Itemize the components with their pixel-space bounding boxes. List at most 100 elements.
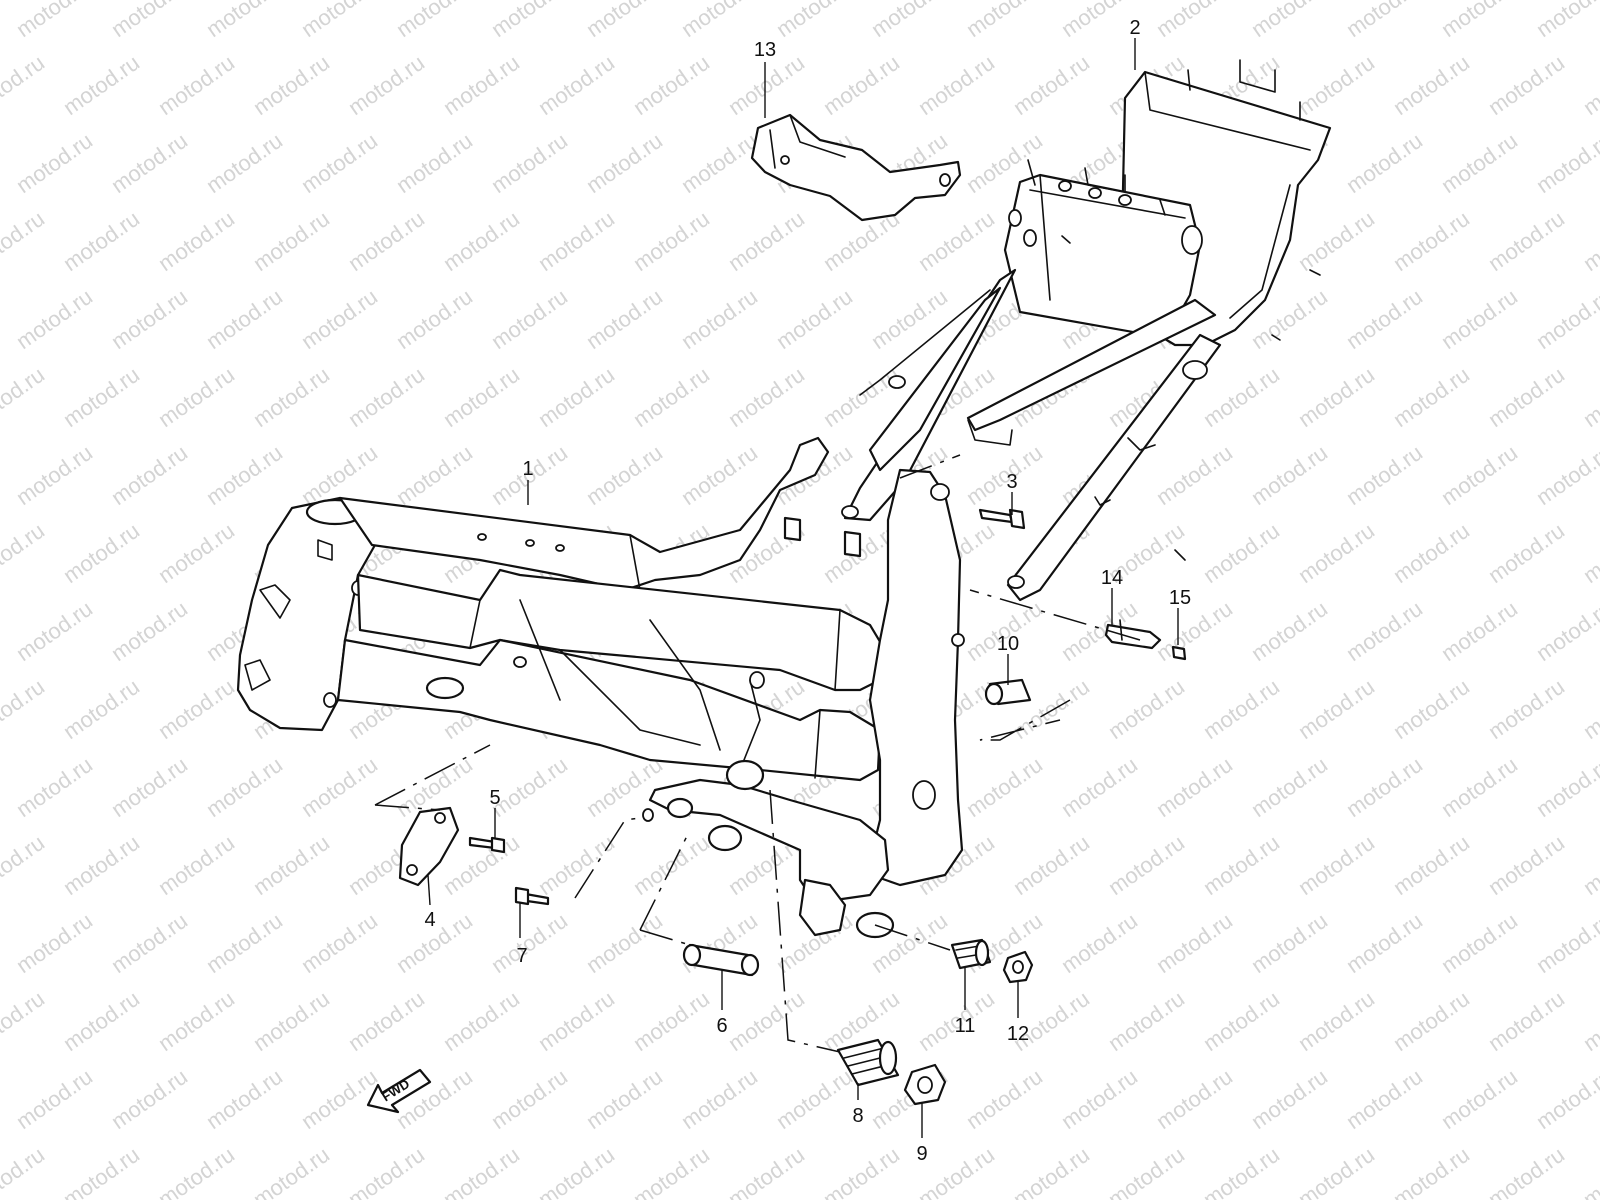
clamp-part-14[interactable]	[1104, 619, 1162, 650]
watermark-text: motod.ru	[0, 908, 2, 978]
watermark-text: motod.ru	[582, 128, 667, 198]
watermark-text: motod.ru	[344, 1142, 429, 1200]
watermark-text: motod.ru	[59, 986, 144, 1056]
watermark-text: motod.ru	[392, 284, 477, 354]
callout-11: 11	[955, 1015, 976, 1037]
watermark-text: motod.ru	[0, 50, 49, 120]
watermark-text: motod.ru	[392, 128, 477, 198]
watermark-text: motod.ru	[1437, 284, 1522, 354]
watermark-text: motod.ru	[1437, 752, 1522, 822]
main-frame[interactable]	[236, 436, 965, 939]
callout-8: 8	[852, 1105, 863, 1127]
watermark-text: motod.ru	[297, 1064, 382, 1134]
watermark-text: motod.ru	[107, 752, 192, 822]
watermark-text: motod.ru	[1484, 986, 1569, 1056]
watermark-text: motod.ru	[1437, 440, 1522, 510]
watermark-text: motod.ru	[582, 908, 667, 978]
watermark-text: motod.ru	[202, 752, 287, 822]
watermark-text: motod.ru	[154, 362, 239, 432]
watermark-text: motod.ru	[772, 1064, 857, 1134]
watermark-text: motod.ru	[392, 440, 477, 510]
watermark-text: motod.ru	[819, 1142, 904, 1200]
callout-9: 9	[916, 1143, 927, 1165]
spacer-part-6[interactable]	[682, 943, 760, 977]
watermark-text: motod.ru	[534, 1142, 619, 1200]
watermark-text: motod.ru	[12, 128, 97, 198]
watermark-text: motod.ru	[439, 1142, 524, 1200]
adjuster-part-11[interactable]	[950, 938, 992, 970]
watermark-text: motod.ru	[1199, 1142, 1284, 1200]
seat-rail-subframe[interactable]	[841, 59, 1332, 602]
watermark-text: motod.ru	[1484, 206, 1569, 276]
watermark-text: motod.ru	[677, 440, 762, 510]
watermark-text: motod.ru	[1389, 986, 1474, 1056]
spacer-part-10[interactable]	[984, 678, 1032, 706]
watermark-text: motod.ru	[297, 0, 382, 42]
watermark-text: motod.ru	[1294, 1142, 1379, 1200]
bolt-part-3[interactable]	[978, 508, 1026, 530]
watermark-text: motod.ru	[1484, 674, 1569, 744]
watermark-text: motod.ru	[12, 752, 97, 822]
front-bracket[interactable]	[750, 113, 962, 222]
watermark-text: motod.ru	[1294, 206, 1379, 276]
watermark-text: motod.ru	[1484, 518, 1569, 588]
watermark-text: motod.ru	[154, 1142, 239, 1200]
watermark-text: motod.ru	[12, 596, 97, 666]
watermark-text: motod.ru	[12, 908, 97, 978]
watermark-text: motod.ru	[1009, 1142, 1094, 1200]
watermark-text: motod.ru	[0, 752, 2, 822]
callout-13: 13	[754, 39, 776, 61]
watermark-text: motod.ru	[1294, 986, 1379, 1056]
watermark-text: motod.ru	[962, 596, 1047, 666]
watermark-text: motod.ru	[867, 284, 952, 354]
callout-3: 3	[1006, 471, 1017, 493]
nut-part-15[interactable]	[1171, 645, 1187, 661]
watermark-text: motod.ru	[1152, 908, 1237, 978]
watermark-text: motod.ru	[249, 206, 334, 276]
watermark-text: motod.ru	[867, 0, 952, 42]
bolt-part-7[interactable]	[514, 886, 550, 906]
watermark-text: motod.ru	[677, 1064, 762, 1134]
watermark-text: motod.ru	[962, 0, 1047, 42]
watermark-text: motod.ru	[0, 596, 2, 666]
watermark-text: motod.ru	[1579, 674, 1600, 744]
watermark-text: motod.ru	[59, 362, 144, 432]
watermark-text: motod.ru	[0, 284, 2, 354]
watermark-text: motod.ru	[1294, 830, 1379, 900]
watermark-text: motod.ru	[534, 986, 619, 1056]
watermark-text: motod.ru	[202, 1064, 287, 1134]
watermark-text: motod.ru	[1579, 986, 1600, 1056]
watermark-text: motod.ru	[392, 1064, 477, 1134]
watermark-text: motod.ru	[534, 50, 619, 120]
watermark-text: motod.ru	[1389, 206, 1474, 276]
watermark-text: motod.ru	[107, 440, 192, 510]
watermark-text: motod.ru	[582, 440, 667, 510]
watermark-text: motod.ru	[629, 1142, 714, 1200]
callout-14: 14	[1101, 567, 1123, 589]
watermark-text: motod.ru	[297, 908, 382, 978]
watermark-text: motod.ru	[297, 752, 382, 822]
watermark-text: motod.ru	[534, 362, 619, 432]
nut-part-9[interactable]	[903, 1063, 947, 1106]
watermark-text: motod.ru	[344, 986, 429, 1056]
watermark-text: motod.ru	[1532, 1064, 1600, 1134]
watermark-text: motod.ru	[1294, 362, 1379, 432]
nut-part-12[interactable]	[1002, 950, 1034, 984]
watermark-text: motod.ru	[819, 50, 904, 120]
watermark-text: motod.ru	[1247, 908, 1332, 978]
callout-7: 7	[516, 945, 527, 967]
bolt-part-5[interactable]	[468, 836, 506, 854]
adjuster-part-8[interactable]	[836, 1038, 900, 1087]
watermark-text: motod.ru	[249, 1142, 334, 1200]
watermark-text: motod.ru	[1294, 518, 1379, 588]
watermark-text: motod.ru	[1579, 362, 1600, 432]
watermark-text: motod.ru	[1009, 986, 1094, 1056]
watermark-text: motod.ru	[487, 0, 572, 42]
watermark-text: motod.ru	[12, 284, 97, 354]
watermark-text: motod.ru	[107, 596, 192, 666]
assembly-lines	[374, 454, 1141, 1053]
watermark-text: motod.ru	[677, 284, 762, 354]
watermark-text: motod.ru	[962, 440, 1047, 510]
plate-part-4[interactable]	[398, 806, 460, 887]
watermark-text: motod.ru	[439, 50, 524, 120]
